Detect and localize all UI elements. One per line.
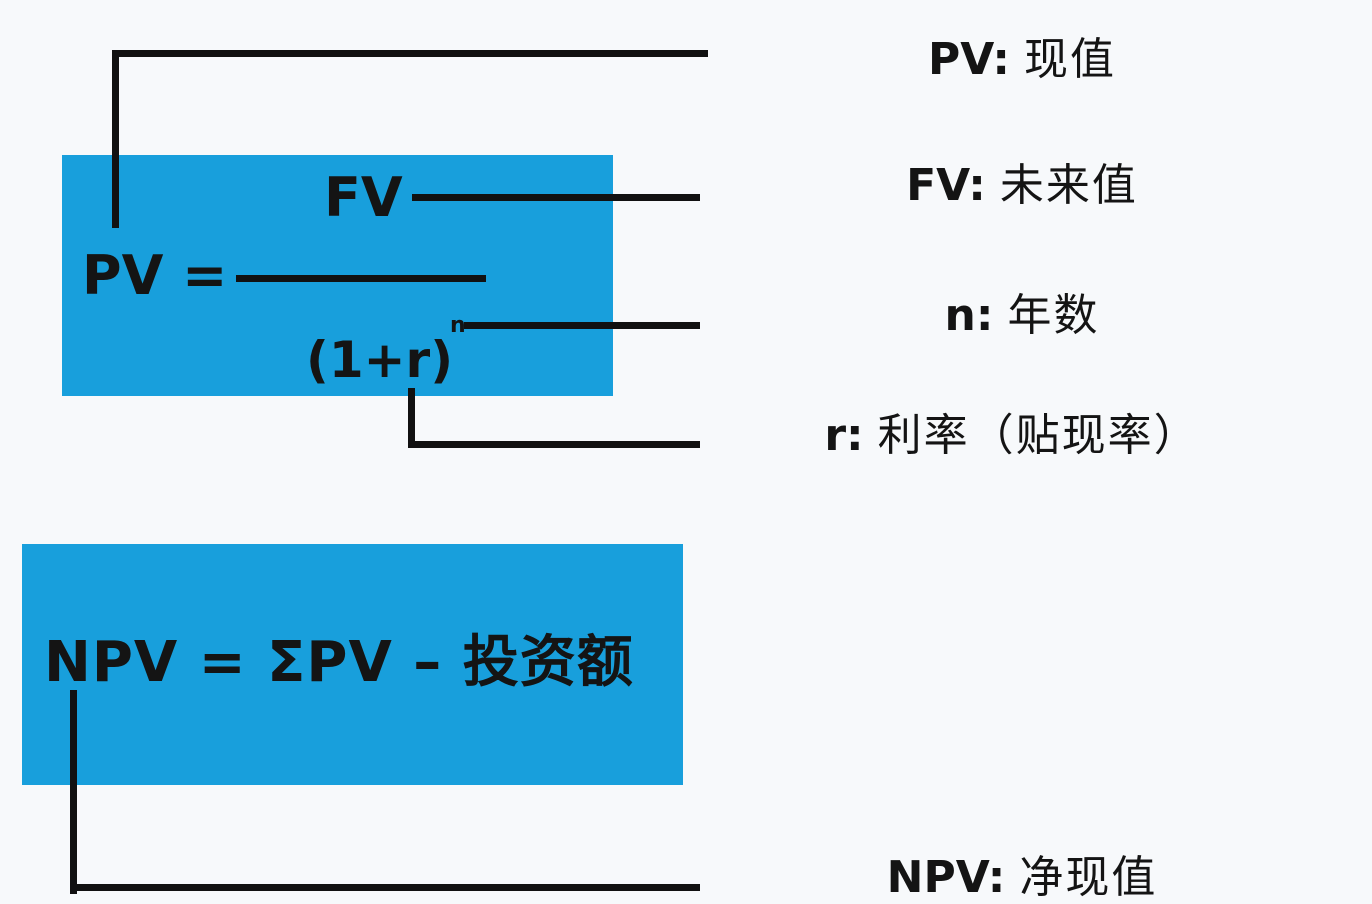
npv-formula-box [22, 544, 683, 785]
legend-r-value: 利率（贴现率） [877, 410, 1200, 461]
pv-connector-horizontal [112, 50, 708, 57]
pv-formula-denominator: (1+r) [306, 331, 454, 389]
n-connector [464, 322, 700, 329]
legend-r: r: 利率（贴现率） [752, 410, 1272, 462]
npv-formula: NPV = ΣPV – 投资额 [44, 630, 634, 695]
legend-pv: PV: 现值 [762, 34, 1282, 86]
legend-npv-key: NPV: [886, 852, 1006, 903]
pv-formula-numerator: FV [324, 166, 403, 229]
pv-formula-lhs: PV = [82, 244, 228, 307]
npv-connector-horizontal [70, 884, 700, 891]
legend-pv-value: 现值 [1023, 34, 1116, 85]
pv-formula-exponent: n [450, 313, 466, 338]
r-connector-vertical [408, 388, 415, 448]
legend-n-value: 年数 [1007, 290, 1100, 341]
legend-n: n: 年数 [762, 290, 1282, 342]
npv-connector-vertical [70, 690, 77, 894]
fv-connector [412, 194, 700, 201]
legend-pv-key: PV: [928, 34, 1010, 85]
legend-fv-value: 未来值 [999, 160, 1138, 211]
legend-r-key: r: [824, 410, 864, 461]
legend-n-key: n: [944, 290, 994, 341]
fraction-bar [236, 275, 486, 282]
legend-fv-key: FV: [906, 160, 986, 211]
pv-connector-vertical [112, 50, 119, 228]
legend-npv-value: 净现值 [1019, 852, 1158, 903]
r-connector-horizontal [408, 441, 700, 448]
legend-fv: FV: 未来值 [762, 160, 1282, 212]
legend-npv: NPV: 净现值 [762, 852, 1282, 904]
